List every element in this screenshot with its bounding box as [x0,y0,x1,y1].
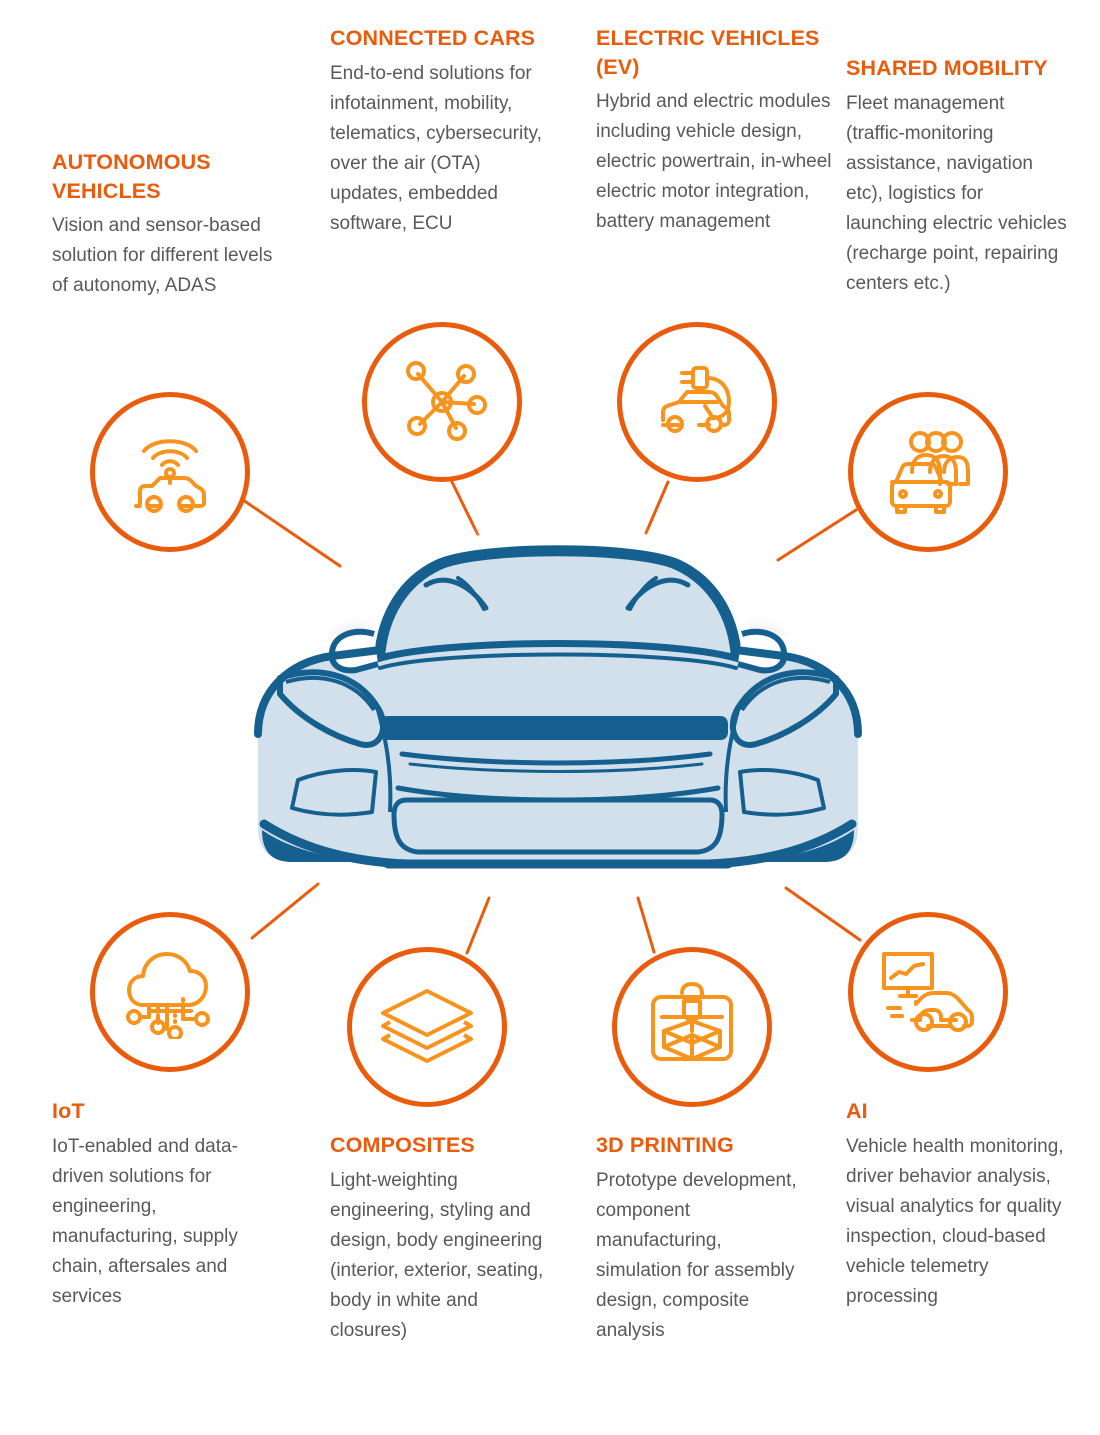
topic-connected-cars: CONNECTED CARS End-to-end solutions for … [330,24,558,239]
topic-iot: IoT IoT-enabled and data-driven solution… [52,1097,277,1312]
icon-bubble-autonomous-vehicles[interactable] [90,392,250,552]
topic-heading: IoT [52,1099,85,1123]
icon-bubble-iot[interactable] [90,912,250,1072]
central-car-illustration [228,512,888,902]
3d-printer-cube-icon [644,979,740,1075]
topic-shared-mobility: SHARED MOBILITY Fleet management (traffi… [846,54,1068,299]
car-with-signal-waves-icon [122,424,218,520]
topic-body: Prototype development, component manufac… [596,1169,797,1341]
topic-heading: 3D PRINTING [596,1133,734,1157]
icon-bubble-ai[interactable] [848,912,1008,1072]
network-hub-nodes-icon [394,354,490,450]
topic-body: Hybrid and electric modules including ve… [596,91,832,233]
topic-heading: AUTONOMOUS VEHICLES [52,150,211,203]
topic-body: End-to-end solutions for infotainment, m… [330,62,542,234]
topic-body: Fleet management (traffic-monitoring ass… [846,92,1067,294]
topic-electric-vehicles: ELECTRIC VEHICLES (EV) Hybrid and electr… [596,24,834,237]
topic-ai: AI Vehicle health monitoring, driver beh… [846,1097,1071,1312]
analytics-monitor-car-icon [878,946,978,1038]
stacked-layers-icon [378,985,476,1069]
topic-autonomous-vehicles: AUTONOMOUS VEHICLES Vision and sensor-ba… [52,148,292,301]
topic-body: Light-weighting engineering, styling and… [330,1169,544,1341]
icon-bubble-connected-cars[interactable] [362,322,522,482]
topic-body: Vision and sensor-based solution for dif… [52,215,273,297]
cloud-network-icon [121,945,219,1039]
topic-heading: AI [846,1099,868,1123]
topic-heading: ELECTRIC VEHICLES (EV) [596,26,820,79]
icon-bubble-electric-vehicles[interactable] [617,322,777,482]
electric-car-plug-icon [649,354,745,450]
icon-bubble-shared-mobility[interactable] [848,392,1008,552]
topic-body: IoT-enabled and data-driven solutions fo… [52,1135,238,1307]
topic-heading: SHARED MOBILITY [846,56,1048,80]
icon-bubble-3d-printing[interactable] [612,947,772,1107]
topic-heading: COMPOSITES [330,1133,475,1157]
connector-composites [465,896,491,955]
car-with-people-icon [878,424,978,520]
topic-heading: CONNECTED CARS [330,26,536,50]
icon-bubble-composites[interactable] [347,947,507,1107]
topic-3d-printing: 3D PRINTING Prototype development, compo… [596,1131,812,1346]
connector-3dprint [636,896,656,954]
topic-composites: COMPOSITES Light-weighting engineering, … [330,1131,556,1346]
topic-body: Vehicle health monitoring, driver behavi… [846,1135,1064,1307]
